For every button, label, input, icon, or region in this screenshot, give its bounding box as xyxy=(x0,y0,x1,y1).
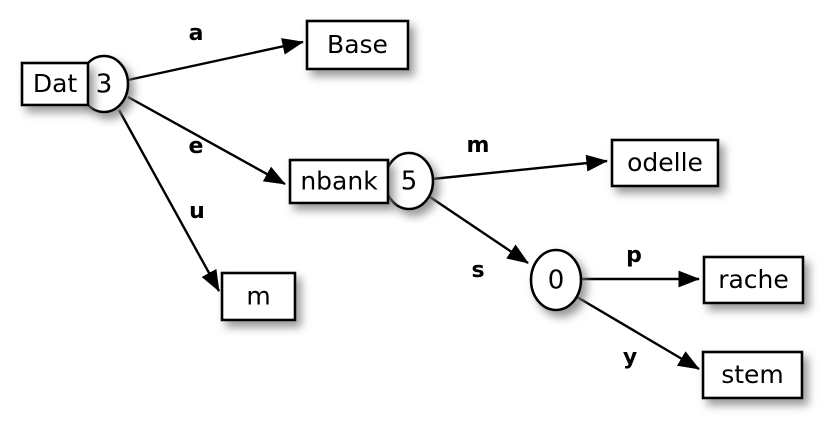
node-key-zero: 0 xyxy=(548,266,565,296)
node-key-ellipse-zero xyxy=(529,248,583,312)
edge-label-y: y xyxy=(623,345,637,370)
edge-label-e: e xyxy=(189,134,204,159)
node-m-leaf[interactable]: m xyxy=(220,271,297,322)
node-label-root: Dat xyxy=(33,69,78,98)
node-key-root: 3 xyxy=(96,70,113,100)
edge-line xyxy=(429,196,529,264)
edge-label-m: m xyxy=(467,133,490,158)
edge-line xyxy=(127,95,286,186)
node-label-odelle: odelle xyxy=(627,148,703,177)
edge-a-root-base[interactable] xyxy=(127,38,304,82)
edge-s-nbank-zero[interactable] xyxy=(429,196,529,264)
edge-labels-layer: a e u m s p y xyxy=(189,21,642,370)
node-box-rache xyxy=(702,255,805,305)
edge-line xyxy=(127,38,304,82)
node-label-nbank: nbank xyxy=(300,167,378,196)
edges-layer xyxy=(117,38,700,371)
edge-m-nbank-odelle[interactable] xyxy=(431,154,608,181)
node-root[interactable]: Dat 3 xyxy=(20,54,130,114)
node-box-base xyxy=(305,19,410,71)
edge-u-root-m-leaf[interactable] xyxy=(117,109,221,292)
edge-line xyxy=(576,295,700,371)
node-box-nbank xyxy=(288,158,390,205)
node-box-stem xyxy=(701,350,804,400)
edge-label-s: s xyxy=(471,258,484,283)
edge-e-root-nbank[interactable] xyxy=(127,95,286,186)
node-odelle[interactable]: odelle xyxy=(610,138,720,188)
node-label-m-leaf: m xyxy=(246,282,270,311)
edge-label-a: a xyxy=(189,21,204,46)
node-box-odelle xyxy=(610,138,720,188)
edge-label-p: p xyxy=(626,243,642,268)
node-label-base: Base xyxy=(327,30,388,59)
edge-line xyxy=(431,154,608,181)
node-label-stem: stem xyxy=(721,360,784,389)
node-box-m-leaf xyxy=(220,271,297,322)
node-key-nbank: 5 xyxy=(401,167,418,197)
nodes-layer: Dat 3 Base nbank 5 m odelle 0 rache stem xyxy=(20,19,805,400)
node-box-root xyxy=(20,61,90,107)
node-rache[interactable]: rache xyxy=(702,255,805,305)
node-label-rache: rache xyxy=(718,265,789,294)
node-nbank[interactable]: nbank 5 xyxy=(288,151,435,211)
edge-label-u: u xyxy=(189,199,205,224)
edge-y-zero-stem[interactable] xyxy=(576,295,700,371)
node-zero[interactable]: 0 xyxy=(529,248,583,312)
node-base[interactable]: Base xyxy=(305,19,410,71)
edge-line xyxy=(117,109,221,292)
node-stem[interactable]: stem xyxy=(701,350,804,400)
